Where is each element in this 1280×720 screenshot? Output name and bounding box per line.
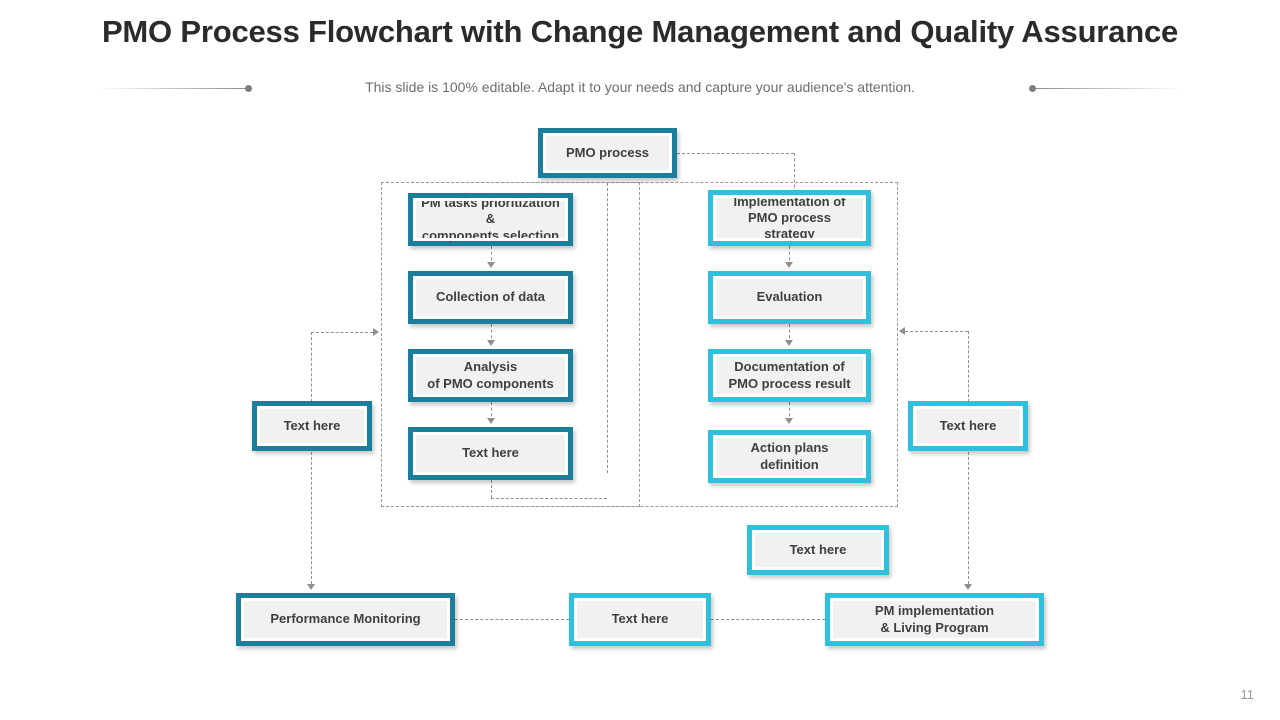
arrow-sideright-into-group xyxy=(899,327,905,335)
node-floating-text-here[interactable]: Text here xyxy=(747,525,889,575)
decorative-dot-right xyxy=(1029,85,1036,92)
connector-left-1-2 xyxy=(491,246,492,266)
connector-left-4-h xyxy=(491,498,607,499)
node-side-left-text-here[interactable]: Text here xyxy=(252,401,372,451)
node-collection-of-data[interactable]: Collection of data xyxy=(408,271,573,324)
connector-bottom-1-2 xyxy=(455,619,569,620)
node-pmo-process-label: PMO process xyxy=(565,144,650,160)
node-bottom-text-here-label: Text here xyxy=(611,611,669,627)
node-pm-implementation-living-program-label: PM implementation& Living Program xyxy=(874,603,995,635)
node-left-text-here-label: Text here xyxy=(462,445,519,461)
decorative-line-right xyxy=(1032,88,1182,89)
node-side-right-text-here-label: Text here xyxy=(939,417,997,433)
inner-group-container xyxy=(381,182,640,507)
node-collection-of-data-label: Collection of data xyxy=(435,289,546,305)
arrow-sideleft-to-performance xyxy=(307,584,315,590)
connector-bottom-2-3 xyxy=(711,619,825,620)
connector-sideright-down-to-box xyxy=(968,331,969,402)
node-pm-tasks-prioritization-label: PM tasks prioritization &components sele… xyxy=(421,195,560,243)
connector-sideright-h xyxy=(905,331,968,332)
connector-sideright-down xyxy=(968,452,969,584)
connector-left-3-4 xyxy=(491,402,492,422)
node-evaluation-label: Evaluation xyxy=(756,289,823,305)
arrow-sideleft-into-group xyxy=(373,328,379,336)
connector-sideleft-down xyxy=(311,452,312,584)
node-evaluation[interactable]: Evaluation xyxy=(708,271,871,324)
connector-left-4-down xyxy=(491,480,492,498)
decorative-dot-left xyxy=(245,85,252,92)
connector-root-to-right-h xyxy=(677,153,794,154)
connector-root-to-right-v xyxy=(794,153,795,193)
node-performance-monitoring-label: Performance Monitoring xyxy=(270,611,421,627)
node-side-left-text-here-label: Text here xyxy=(283,417,341,433)
arrow-sideright-to-pm xyxy=(964,584,972,590)
arrow-left-2-3 xyxy=(487,340,495,346)
node-performance-monitoring[interactable]: Performance Monitoring xyxy=(236,593,455,646)
arrow-left-1-2 xyxy=(487,262,495,268)
node-pm-tasks-prioritization[interactable]: PM tasks prioritization &components sele… xyxy=(408,193,573,246)
node-bottom-text-here[interactable]: Text here xyxy=(569,593,711,646)
arrow-right-2-3 xyxy=(785,340,793,346)
page-subtitle: This slide is 100% editable. Adapt it to… xyxy=(365,79,915,95)
arrow-right-1-2 xyxy=(785,262,793,268)
node-left-text-here[interactable]: Text here xyxy=(408,427,573,480)
arrow-left-3-4 xyxy=(487,418,495,424)
node-floating-text-here-label: Text here xyxy=(789,541,847,557)
connector-right-3-4 xyxy=(789,402,790,422)
connector-right-2-3 xyxy=(789,324,790,344)
connector-right-1-2 xyxy=(789,246,790,266)
arrow-right-3-4 xyxy=(785,418,793,424)
node-pmo-process[interactable]: PMO process xyxy=(538,128,677,178)
page-number: 11 xyxy=(1240,687,1255,702)
connector-sideleft-h xyxy=(311,332,373,333)
connector-sideleft-up xyxy=(311,332,312,402)
node-pm-implementation-living-program[interactable]: PM implementation& Living Program xyxy=(825,593,1044,646)
connector-inner-divider xyxy=(607,183,608,473)
decorative-line-left xyxy=(98,88,248,89)
page-title: PMO Process Flowchart with Change Manage… xyxy=(101,14,1179,49)
node-side-right-text-here[interactable]: Text here xyxy=(908,401,1028,451)
connector-left-2-3 xyxy=(491,324,492,344)
